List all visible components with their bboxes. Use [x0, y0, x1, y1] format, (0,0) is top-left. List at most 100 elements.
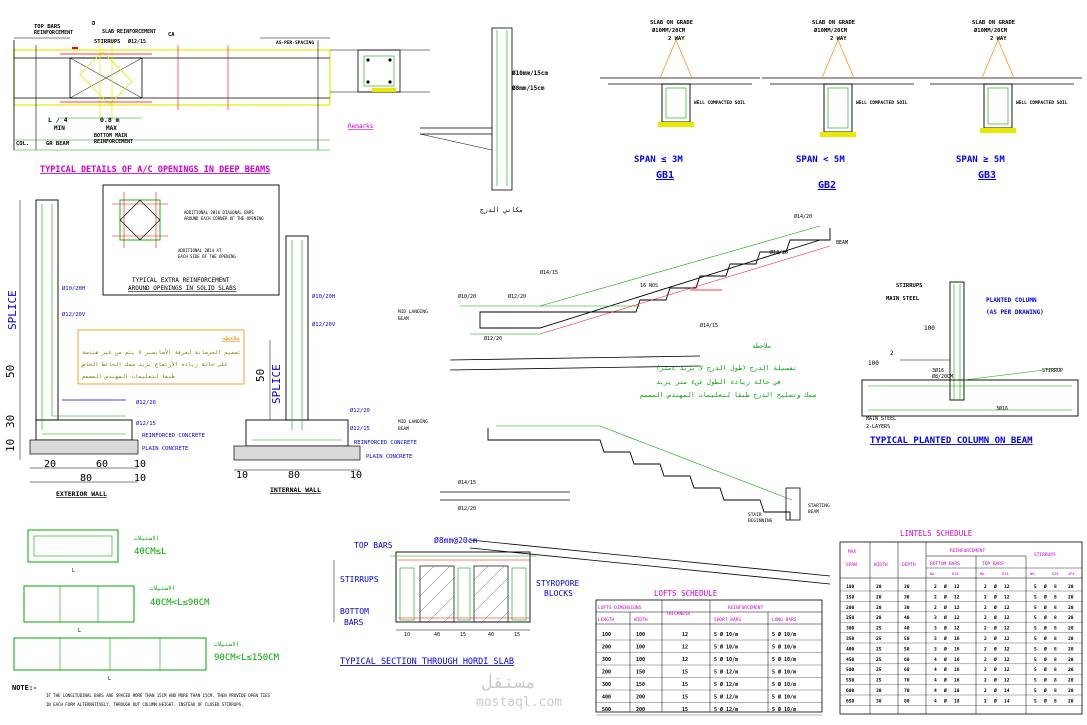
lofts-cell: 5 Ø 10/m: [772, 669, 796, 676]
pc-two: 2: [890, 350, 894, 357]
stair-m2: Ø10/20: [458, 293, 476, 300]
stair-landing2-b: BEAM: [398, 426, 409, 432]
lofts-cell: 12: [682, 645, 688, 651]
internal-wall-detail: SPLICE 50 Ø10/20H Ø12/20V Ø12/20 Ø12/15 …: [233, 235, 417, 494]
label-ext-dim80: 80: [80, 473, 92, 484]
lintels-cell: Ø: [943, 645, 947, 652]
gb-slab-1: SLAB ON GRADE: [650, 20, 693, 26]
gb-mesh-3: Ø10MM/20CM: [973, 27, 1008, 34]
lintels-cell: 3: [934, 615, 937, 621]
lofts-h-len: LENGTH: [598, 617, 615, 623]
lintels-cell: 5: [1034, 584, 1037, 590]
lintels-cell: 30: [904, 584, 910, 590]
lintels-cell: 2: [984, 605, 987, 611]
lintels-cell: 30: [904, 594, 910, 600]
lintels-cell: 5: [1034, 636, 1037, 642]
label-ext-reinf: REINFORCED CONCRETE: [142, 433, 205, 439]
lintels-cell: 20: [876, 615, 882, 621]
lintels-cell: Ø: [943, 656, 947, 663]
lintels-cell: 8: [1054, 688, 1057, 694]
lofts-cell: 400: [602, 695, 611, 701]
label-ext-splice: SPLICE: [6, 290, 19, 330]
lintels-cell: 12: [1004, 646, 1010, 652]
hordi-dim-0: 10: [404, 632, 410, 638]
gb-slab-2: SLAB ON GRADE: [812, 20, 855, 26]
label-stirrups: STIRRUPS: [94, 39, 121, 45]
lintels-cell: 5: [1034, 678, 1037, 684]
lofts-cell: 200: [602, 645, 611, 651]
lintels-cell: 20: [876, 594, 882, 600]
lofts-cell: 5 Ø 10/m: [772, 681, 796, 688]
lintels-cell: Ø: [943, 583, 947, 590]
lintels-cell: 50: [904, 636, 910, 642]
gb-span-1: SPAN ≤ 3M: [634, 155, 683, 165]
lofts-cell: 15: [682, 707, 688, 713]
lintels-cell: 20: [1068, 688, 1074, 694]
lintels-cell: 8: [1054, 657, 1057, 663]
label-int-bar15: Ø12/15: [350, 425, 370, 432]
lintels-cell: 70: [904, 688, 910, 694]
lintels-cell: 150: [846, 594, 855, 600]
stair-d2: Ø12/20: [458, 505, 476, 512]
exterior-wall-detail: SPLICE 50 30 10 Ø10/20H Ø12/20V Ø12/20 Ø…: [4, 199, 245, 498]
label-top-reinf: REINFORCEMENT: [34, 30, 73, 36]
lintels-cell: 3: [934, 626, 937, 632]
lintels-cell: 8: [1054, 594, 1057, 600]
title-internal-wall: INTERNAL WALL: [270, 486, 321, 494]
stair-landing2: BEAM: [398, 316, 409, 322]
lintels-cell: 5: [1034, 594, 1037, 600]
label-wall-bar1: Ø10mm/15cm: [511, 70, 549, 77]
lintels-cell: Ø: [993, 645, 997, 652]
stir-dim-3: L: [108, 676, 111, 682]
ext-note-1: تصميم الخرسانة لغرفة الأسانسير لا يتم من…: [82, 348, 241, 356]
lintels-cell: 12: [1004, 667, 1010, 673]
lintels-cell: 2: [984, 615, 987, 621]
lintels-cell: 25: [876, 678, 882, 684]
label-bottom-reinf: REINFORCEMENT: [94, 139, 133, 145]
label-top-bars: TOP BARS: [34, 24, 61, 30]
lintels-cell: Ø: [993, 614, 997, 621]
lintels-cell: 250: [846, 615, 855, 621]
lintels-cell: 350: [846, 636, 855, 642]
lintels-cell: 8: [1054, 698, 1057, 704]
lofts-h-thick: THICKNESS: [666, 611, 691, 617]
lintels-cell: 12: [1004, 584, 1010, 590]
lofts-cell: 5 Ø 10/m: [772, 656, 796, 663]
label-ext-bar12: Ø12/20: [136, 399, 156, 406]
lintels-cell: 450: [846, 657, 855, 663]
pc-stirrup: STIRRUP: [1042, 368, 1063, 374]
lintels-cell: 4: [934, 657, 937, 663]
lintels-cell: Ø: [993, 604, 997, 611]
lofts-cell: 5 Ø 10/m: [772, 644, 796, 651]
lintels-cell: 60: [904, 667, 910, 673]
lintels-cell: 2: [984, 636, 987, 642]
hordi-dim-4: 15: [514, 632, 520, 638]
title-planted-column: TYPICAL PLANTED COLUMN ON BEAM: [870, 436, 1033, 446]
stair-note-title: ملاحظه: [752, 342, 772, 350]
lofts-h-reinf: REINFORCEMENT: [728, 605, 764, 611]
gb-span-3: SPAN ≥ 5M: [956, 155, 1005, 165]
lofts-cell: 5 Ø 10/m: [772, 694, 796, 701]
stir-label-1: الاستيلات: [134, 535, 159, 542]
stir-dim-2: L: [78, 628, 81, 634]
label-ext-10: 10: [4, 439, 17, 452]
lintels-cell: 60: [904, 657, 910, 663]
lofts-cell: 100: [636, 657, 645, 663]
stair-detail: Ø14/20 Ø12/20 BEAM Ø14/15 Ø10/20 Ø12/20 …: [398, 213, 848, 585]
label-int-dim-a: 10: [236, 470, 248, 481]
lintels-cell: 70: [904, 678, 910, 684]
label-08m: 0.8 m: [100, 116, 120, 124]
label-ca: CA: [168, 32, 175, 38]
gb-name-2: GB2: [818, 180, 836, 191]
lintels-cell: Ø: [943, 677, 947, 684]
stir-cond-2: 40CM<L≤90CM: [150, 598, 210, 608]
lintels-cell: 2: [984, 667, 987, 673]
stair-note-2: في حالة زيادة الطول عن٤ متر يزيد: [656, 378, 781, 386]
lintels-cell: 2: [934, 594, 937, 600]
label-gr-beam: GR BEAM: [46, 141, 70, 147]
lintels-cell: 12: [1004, 626, 1010, 632]
lofts-cell: 100: [602, 632, 611, 638]
hordi-dim-1: 40: [434, 632, 440, 638]
pc-b: 3Ø16: [996, 405, 1008, 412]
